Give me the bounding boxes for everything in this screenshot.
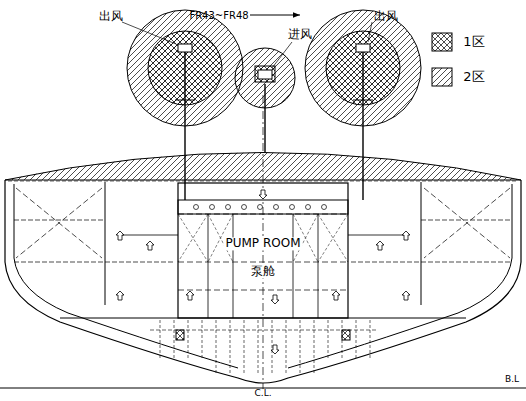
- legend-swatch: [432, 68, 452, 86]
- vent-head: [258, 70, 272, 79]
- flow-arrow: [116, 231, 124, 240]
- callout-label: 进风: [286, 28, 314, 41]
- vent-head: [178, 44, 192, 52]
- frame-arrow: [250, 15, 300, 16]
- zone1-box: [255, 66, 275, 82]
- flow-arrow: [376, 241, 384, 250]
- legend-text: 2区: [461, 70, 486, 84]
- flow-arrow: [271, 295, 279, 304]
- flow-arrow: [259, 190, 267, 199]
- legend-text: 1区: [461, 35, 486, 49]
- flow-arrow: [332, 291, 340, 300]
- legend-swatch: [432, 33, 452, 51]
- flow-arrow: [402, 291, 410, 300]
- baseline-label: B.L: [503, 375, 521, 385]
- callout-label: 出风: [97, 10, 125, 23]
- pump-room: [178, 183, 348, 318]
- vent-head: [356, 44, 370, 52]
- callout-label: 出风: [372, 10, 400, 23]
- leader-line: [122, 22, 372, 68]
- room-name: PUMP ROOM: [223, 237, 302, 250]
- flow-arrow: [402, 231, 410, 240]
- flow-arrow: [271, 345, 279, 354]
- room-name: 泵舱: [249, 265, 277, 278]
- centerline-label: C.L.: [252, 389, 273, 399]
- flow-arrow: [146, 241, 154, 250]
- flow-arrow: [186, 291, 194, 300]
- grating-band: [178, 200, 348, 214]
- vent-pipe: [185, 52, 363, 200]
- frame-range: FR43~FR48: [187, 10, 250, 21]
- flow-arrow: [116, 291, 124, 300]
